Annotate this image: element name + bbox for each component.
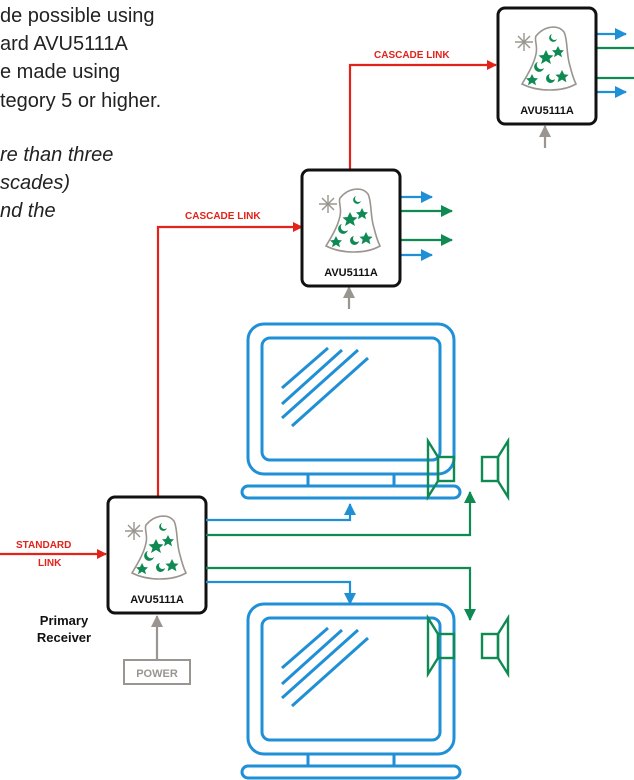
intro-line-2: ard AVU5111A: [0, 33, 128, 55]
intro-line-4: tegory 5 or higher.: [0, 90, 162, 112]
primary-outputs: [206, 491, 476, 621]
power-label: POWER: [136, 668, 178, 680]
primary-label-line1: Primary: [40, 613, 89, 628]
intro-note-line-2: scades): [0, 172, 71, 194]
unit-top: AVU5111A: [496, 6, 634, 148]
standard-link-label-line2: LINK: [38, 558, 62, 569]
intro-line-1: de possible using: [0, 5, 155, 27]
link-lines: [0, 60, 497, 559]
unit-primary-label: AVU5111A: [130, 594, 184, 606]
cascade-link-line-upper: [348, 60, 497, 170]
cascade-link-label-mid: CASCADE LINK: [185, 211, 261, 222]
unit-mid: AVU5111A: [300, 168, 453, 309]
intro-note-line-3: nd the: [0, 200, 56, 222]
intro-note-line-1: re than three: [0, 144, 114, 166]
intro-line-3: e made using: [0, 61, 121, 83]
standard-link-label-line1: STANDARD: [16, 540, 71, 551]
unit-mid-label: AVU5111A: [324, 267, 378, 279]
cascade-link-line-lower: [156, 222, 303, 497]
power-supply: POWER: [123, 615, 191, 685]
unit-primary: AVU5111A: [106, 495, 208, 615]
primary-label-line2: Receiver: [37, 630, 91, 645]
unit-top-label: AVU5111A: [520, 105, 574, 117]
cascade-link-label-top: CASCADE LINK: [374, 50, 450, 61]
